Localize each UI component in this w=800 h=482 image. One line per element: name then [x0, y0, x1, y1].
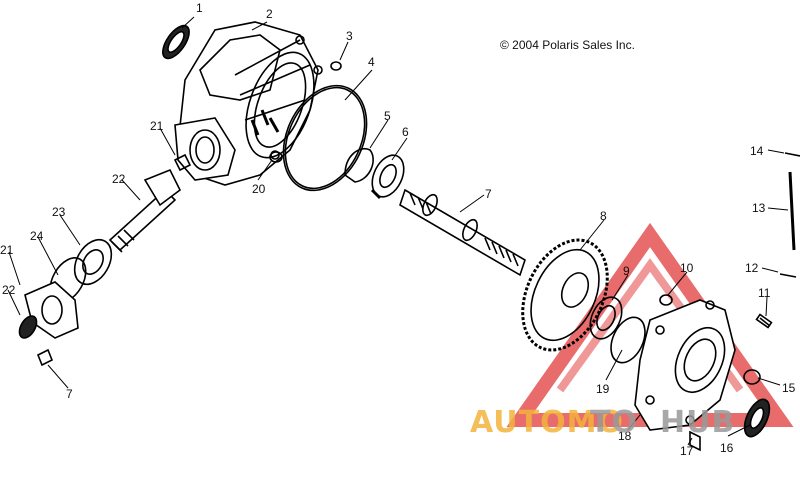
callout-7-bottom: 16 — [720, 441, 734, 455]
callout-22-left: 7 — [66, 387, 73, 401]
watermark-text: AUTOMO TO HUB — [470, 405, 735, 440]
plug-9 — [330, 61, 342, 71]
callout-18: 12 — [745, 261, 759, 275]
callout-6: 21 — [150, 119, 164, 133]
watermark-word-automo: AUTOMO — [470, 405, 624, 440]
nut-6 — [173, 153, 192, 172]
callout-10: 4 — [368, 55, 375, 69]
seal-bottom — [743, 398, 771, 438]
callout-21-left: 20 — [252, 182, 266, 196]
callout-3: 24 — [30, 229, 44, 243]
bearing-15 — [589, 296, 623, 340]
callout-5: 22 — [112, 172, 126, 186]
callout-16: 10 — [680, 261, 694, 275]
callout-4: 23 — [52, 205, 66, 219]
callout-22-right: 17 — [680, 444, 694, 458]
o-ring-10 — [282, 84, 368, 192]
callout-19: 13 — [752, 201, 766, 215]
bolt-22-left — [36, 348, 54, 367]
output-shaft — [399, 188, 526, 277]
callout-21-right: 15 — [782, 381, 796, 395]
watermark-word-hub: HUB — [660, 405, 735, 440]
shim-24 — [610, 316, 646, 364]
callout-23: 18 — [618, 429, 632, 443]
leader-lines — [7, 16, 789, 446]
callout-17: 11 — [758, 286, 771, 300]
callout-12: 6 — [402, 125, 409, 139]
callout-7-top: 1 — [196, 1, 203, 15]
callout-9: 3 — [346, 29, 353, 43]
plug-16 — [659, 294, 673, 306]
gearcase-cover — [634, 299, 736, 431]
callout-8: 2 — [266, 7, 273, 21]
callout-14: 8 — [600, 209, 607, 223]
rod-19 — [788, 171, 796, 251]
callout-1: 22 — [2, 283, 16, 297]
bearing-12 — [370, 154, 405, 200]
pin-18 — [779, 273, 797, 278]
callout-13: 7 — [485, 187, 492, 201]
bearing-4 — [73, 238, 113, 286]
callout-2: 21 — [0, 243, 14, 257]
gearcase-housing — [174, 21, 323, 186]
callout-numbers: 1 2 3 4 5 6 7 8 9 10 11 12 13 14 15 16 1… — [0, 1, 796, 458]
bushing-21-right — [743, 369, 761, 385]
seal-1 — [18, 315, 38, 339]
pinion-shaft — [108, 168, 182, 253]
seal-top — [162, 24, 190, 60]
callout-24: 19 — [596, 382, 610, 396]
callout-11: 5 — [384, 109, 391, 123]
callout-15: 9 — [623, 264, 630, 278]
ring-gear — [521, 238, 609, 352]
pin-20 — [784, 152, 800, 157]
bushing-21-left — [269, 151, 283, 163]
ring-11 — [344, 148, 374, 183]
callout-20: 14 — [750, 144, 764, 158]
copyright-text: © 2004 Polaris Sales Inc. — [500, 38, 635, 52]
pin-17 — [755, 313, 773, 329]
watermark-word-to: TO — [590, 405, 638, 440]
